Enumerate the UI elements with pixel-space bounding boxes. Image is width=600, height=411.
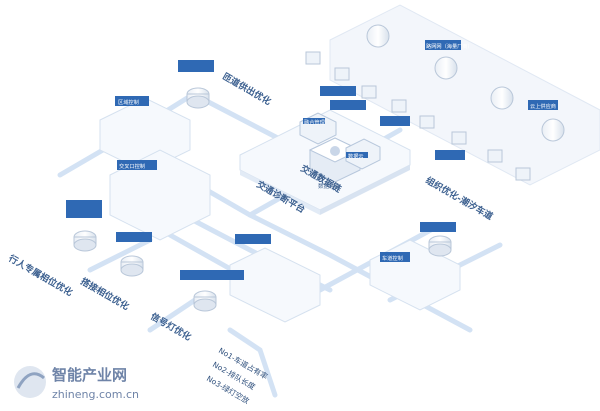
label-pedestrian: 行人专属相位优化	[6, 252, 75, 299]
label-supply-network: 路网网（海量厂商）	[426, 42, 473, 50]
label-cloud: 云上供应商	[530, 102, 556, 110]
label-data-center: 数据中台	[318, 182, 341, 190]
label-linkage: 搭接相位优化	[79, 275, 132, 312]
logo-swoosh-icon	[16, 372, 45, 389]
left-plate-3	[229, 247, 321, 323]
label-fusion: 融合管理	[304, 118, 326, 126]
label-org-opt: 组织优化-潮汐车道	[424, 174, 496, 222]
label-expressway: 匝道供出优化	[221, 70, 274, 107]
label-data-cloud: 数据云	[348, 152, 364, 160]
watermark-url: zhineng.com.cn	[52, 388, 139, 401]
label-intersection: 交叉口控制	[119, 162, 145, 170]
supply-band	[329, 4, 600, 186]
data-hub	[299, 112, 381, 183]
device-icons	[305, 51, 531, 181]
watermark: 智能产业网 zhineng.com.cn	[14, 366, 139, 401]
left-plate-2	[109, 149, 211, 241]
watermark-name: 智能产业网	[52, 366, 127, 384]
label-vehicle-control: 车道控制	[382, 254, 403, 262]
cloud-node-icons	[366, 24, 565, 142]
server-icon	[73, 87, 452, 312]
label-region-control: 区域控制	[118, 98, 139, 106]
badge-blocks	[66, 40, 558, 280]
